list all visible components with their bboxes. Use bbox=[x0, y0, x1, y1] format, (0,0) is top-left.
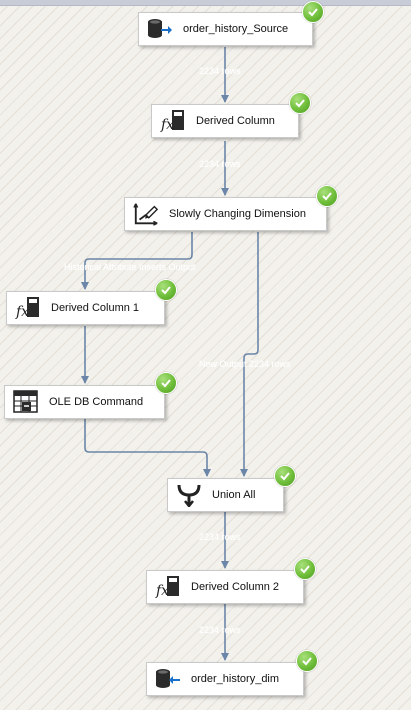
success-check-icon bbox=[316, 185, 338, 207]
success-check-icon bbox=[294, 558, 316, 580]
success-check-icon bbox=[155, 279, 177, 301]
path-label-derived2-to-dest: 2234 rows bbox=[199, 625, 241, 635]
derived-column-icon: fx bbox=[155, 574, 181, 600]
component-ole-db-command[interactable]: OLE DB Command bbox=[4, 385, 165, 419]
path-label-union-to-derived2: 2234 rows bbox=[199, 532, 241, 542]
ole-db-command-icon bbox=[13, 389, 39, 415]
component-derived-column-1[interactable]: fx Derived Column 1 bbox=[6, 291, 165, 325]
success-check-icon bbox=[155, 372, 177, 394]
path-scd-to-union bbox=[240, 232, 259, 477]
success-check-icon bbox=[296, 650, 318, 672]
component-derived-column[interactable]: fx Derived Column bbox=[151, 104, 299, 138]
path-label-scd-to-derived1: Historical Attribute Inserts Output bbox=[64, 262, 196, 272]
designer-top-edge bbox=[0, 0, 411, 6]
success-check-icon bbox=[302, 1, 324, 23]
component-derived-column-2[interactable]: fx Derived Column 2 bbox=[146, 570, 304, 604]
component-order-history-dim[interactable]: order_history_dim bbox=[146, 662, 304, 696]
component-label: Derived Column 1 bbox=[51, 302, 140, 314]
component-order-history-source[interactable]: order_history_Source bbox=[138, 12, 313, 46]
path-label-scd-to-union: New Output 2234 rows bbox=[199, 359, 291, 369]
ole-db-destination-icon bbox=[155, 666, 181, 692]
component-label: order_history_Source bbox=[183, 23, 289, 35]
path-label-source-to-derived: 2234 rows bbox=[199, 66, 241, 76]
component-label: Derived Column 2 bbox=[191, 581, 280, 593]
union-all-icon bbox=[176, 482, 202, 508]
success-check-icon bbox=[274, 465, 296, 487]
derived-column-icon: fx bbox=[15, 295, 41, 321]
svg-text:fx: fx bbox=[160, 117, 174, 133]
svg-text:fx: fx bbox=[155, 583, 169, 599]
ole-db-source-icon bbox=[147, 16, 173, 42]
component-label: Union All bbox=[212, 489, 256, 501]
path-label-derived-to-scd: 2234 rows bbox=[199, 159, 241, 169]
slowly-changing-dimension-icon bbox=[133, 201, 159, 227]
component-slowly-changing-dimension[interactable]: Slowly Changing Dimension bbox=[124, 197, 327, 231]
path-scd-to-derived1 bbox=[81, 232, 193, 290]
component-label: Derived Column bbox=[196, 115, 275, 127]
component-label: order_history_dim bbox=[191, 673, 280, 685]
success-check-icon bbox=[289, 92, 311, 114]
svg-text:fx: fx bbox=[15, 304, 29, 320]
derived-column-icon: fx bbox=[160, 108, 186, 134]
path-command-to-union bbox=[84, 418, 211, 477]
component-union-all[interactable]: Union All bbox=[167, 478, 284, 512]
component-label: Slowly Changing Dimension bbox=[169, 208, 306, 220]
component-label: OLE DB Command bbox=[49, 396, 144, 408]
